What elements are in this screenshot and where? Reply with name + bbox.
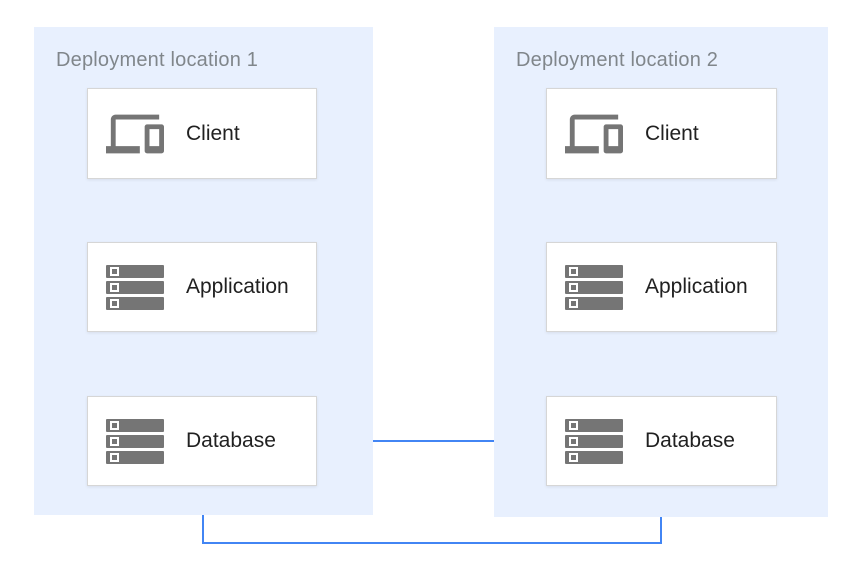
server-stack-icon: [563, 256, 625, 318]
server-stack-icon: [104, 410, 166, 472]
zone-deployment-location-2: Deployment location 2 Client Application: [494, 27, 828, 517]
node-client-1: Client: [87, 88, 317, 179]
node-database-1-label: Database: [186, 429, 276, 452]
node-database-2-label: Database: [645, 429, 735, 452]
zone-1-label: Deployment location 1: [56, 49, 259, 71]
devices-icon: [563, 103, 625, 165]
node-client-1-label: Client: [186, 121, 240, 145]
node-application-2: Application: [546, 242, 777, 332]
node-client-2: Client: [546, 88, 777, 179]
server-stack-icon: [563, 410, 625, 472]
node-application-1-label: Application: [186, 275, 289, 298]
zone-deployment-location-1: Deployment location 1 Client Application: [34, 27, 373, 515]
server-stack-icon: [104, 256, 166, 318]
node-database-1: Database: [87, 396, 317, 486]
node-database-2: Database: [546, 396, 777, 486]
node-application-1: Application: [87, 242, 317, 332]
node-client-2-label: Client: [645, 121, 699, 145]
node-application-2-label: Application: [645, 275, 748, 298]
zone-2-label: Deployment location 2: [516, 49, 719, 71]
devices-icon: [104, 103, 166, 165]
